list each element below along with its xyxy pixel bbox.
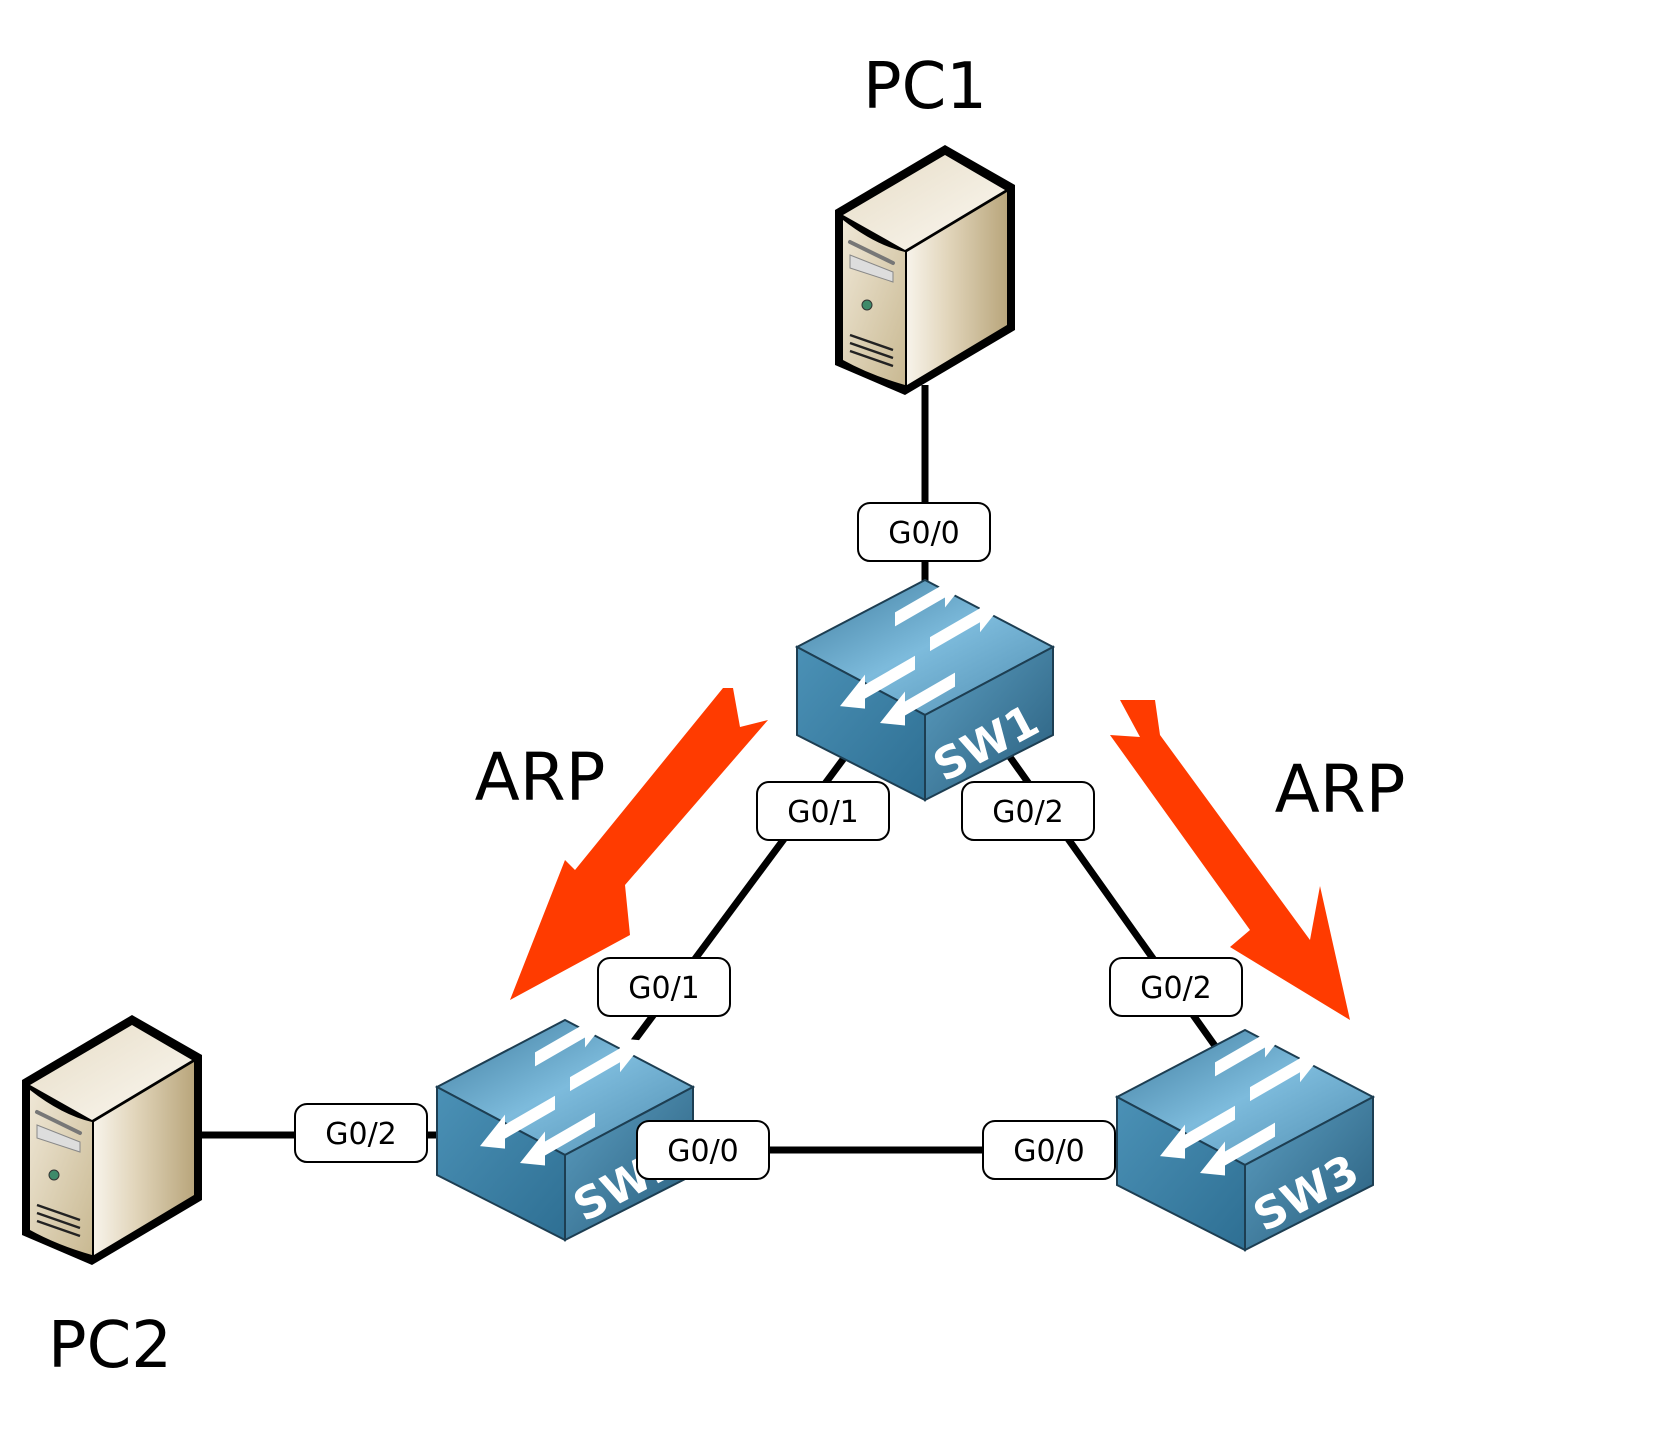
port-label-sw1-g0-2: G0/2 bbox=[961, 781, 1095, 841]
pc1-label: PC1 bbox=[863, 50, 987, 124]
pc1-node[interactable] bbox=[833, 143, 1017, 397]
pc2-node[interactable] bbox=[20, 1013, 204, 1267]
port-label-sw3-g0-2: G0/2 bbox=[1109, 957, 1243, 1017]
sw3-node[interactable]: SW3 bbox=[1114, 1009, 1376, 1252]
desktop-pc-icon bbox=[20, 1013, 204, 1267]
svg-text:G0/0: G0/0 bbox=[667, 1134, 739, 1169]
svg-text:G0/1: G0/1 bbox=[787, 795, 859, 830]
svg-text:G0/2: G0/2 bbox=[1140, 971, 1212, 1006]
svg-text:G0/2: G0/2 bbox=[325, 1117, 397, 1152]
arp-arrow-right bbox=[1110, 700, 1350, 1020]
svg-text:G0/0: G0/0 bbox=[1013, 1134, 1085, 1169]
port-label-sw1-g0-1: G0/1 bbox=[756, 781, 890, 841]
arp-label-left: ARP bbox=[475, 739, 606, 816]
desktop-pc-icon bbox=[833, 143, 1017, 397]
svg-text:G0/2: G0/2 bbox=[992, 795, 1064, 830]
port-label-sw1-g0-0: G0/0 bbox=[857, 502, 991, 562]
port-label-sw2-g0-1: G0/1 bbox=[597, 957, 731, 1017]
port-label-sw2-g0-2: G0/2 bbox=[294, 1103, 428, 1163]
pc2-label: PC2 bbox=[48, 1309, 172, 1383]
sw2-node[interactable]: SW2 bbox=[434, 999, 696, 1242]
port-label-sw3-g0-0: G0/0 bbox=[982, 1120, 1116, 1180]
svg-text:G0/0: G0/0 bbox=[888, 516, 960, 551]
svg-text:G0/1: G0/1 bbox=[628, 971, 700, 1006]
arp-label-right: ARP bbox=[1275, 751, 1406, 828]
port-label-sw2-g0-0: G0/0 bbox=[636, 1120, 770, 1180]
arp-arrow-left bbox=[510, 688, 768, 1000]
